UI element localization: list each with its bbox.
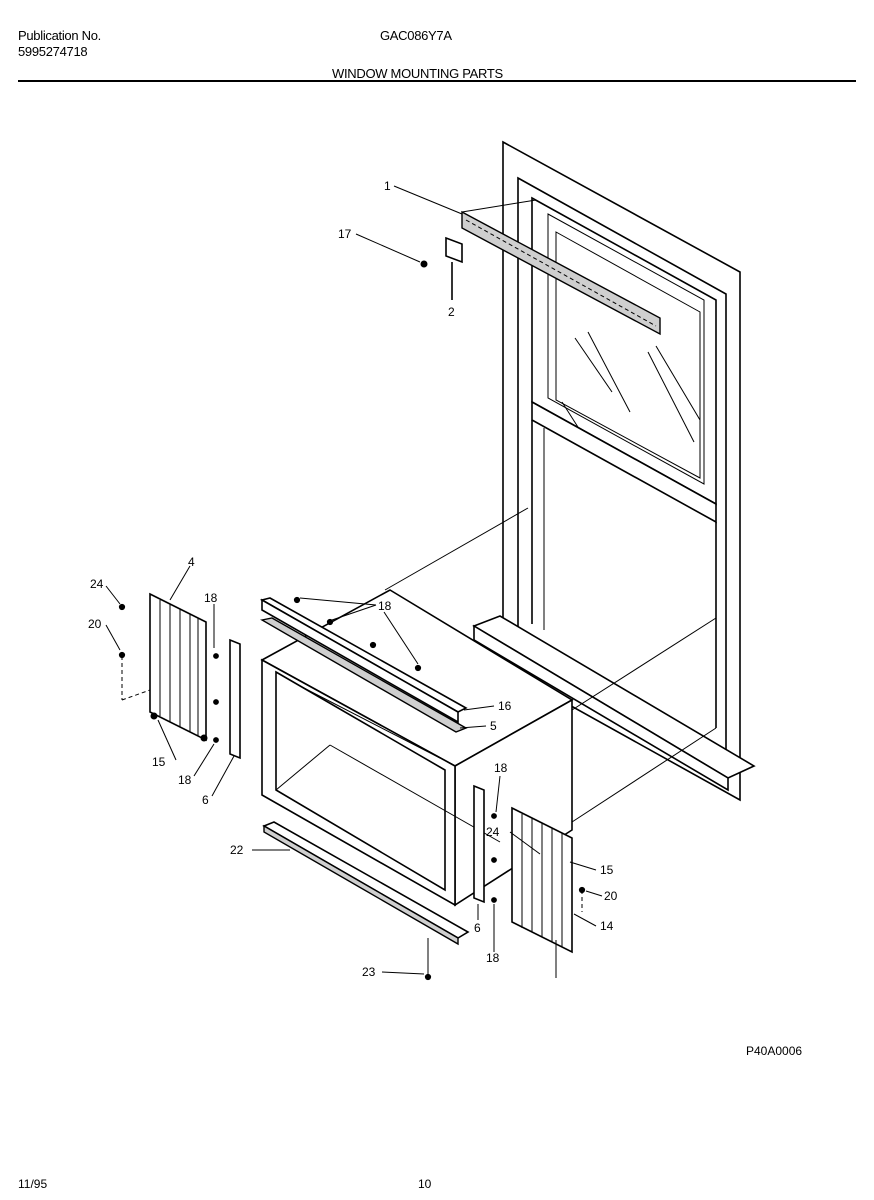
screw-20 bbox=[118, 651, 126, 659]
screw-18 bbox=[369, 641, 377, 649]
section-title: WINDOW MOUNTING PARTS bbox=[332, 66, 503, 81]
footer-date: 11/95 bbox=[18, 1177, 47, 1191]
callout-18: 18 bbox=[486, 951, 500, 965]
callout-18: 18 bbox=[178, 773, 192, 787]
callout-1: 1 bbox=[384, 179, 391, 193]
callout-6: 6 bbox=[202, 793, 209, 807]
callout-5: 5 bbox=[490, 719, 497, 733]
callout-6: 6 bbox=[474, 921, 481, 935]
bottom-rail bbox=[262, 821, 470, 946]
screw-18 bbox=[491, 813, 497, 819]
guide-line bbox=[384, 507, 529, 591]
callout-labels: 1 17 2 4 24 20 18 18 16 5 15 18 6 18 24 … bbox=[88, 179, 618, 979]
guide-line bbox=[461, 199, 537, 213]
top-angle-rail bbox=[259, 597, 468, 724]
top-mounting-rail bbox=[461, 210, 661, 336]
left-side-curtain bbox=[149, 592, 208, 742]
guide-line bbox=[571, 727, 717, 823]
screw-18 bbox=[491, 897, 497, 903]
callout-24: 24 bbox=[90, 577, 104, 591]
callout-18: 18 bbox=[378, 599, 392, 613]
callout-18: 18 bbox=[494, 761, 508, 775]
callout-24: 24 bbox=[486, 825, 500, 839]
callout-23: 23 bbox=[362, 965, 376, 979]
mounting-bracket bbox=[445, 236, 463, 300]
callout-4: 4 bbox=[188, 555, 195, 569]
right-side-curtain bbox=[511, 806, 573, 978]
right-channel bbox=[473, 784, 485, 904]
screw-17 bbox=[420, 260, 428, 268]
callout-16: 16 bbox=[498, 699, 512, 713]
screw-24 bbox=[118, 603, 126, 611]
left-channel bbox=[229, 638, 241, 760]
publication-label: Publication No. bbox=[18, 28, 101, 43]
screw-18 bbox=[414, 664, 422, 672]
callout-20: 20 bbox=[604, 889, 618, 903]
footer-page-number: 10 bbox=[418, 1177, 432, 1191]
callout-15: 15 bbox=[152, 755, 166, 769]
publication-number: 5995274718 bbox=[18, 44, 88, 59]
callout-20: 20 bbox=[88, 617, 102, 631]
guide-line bbox=[571, 617, 717, 711]
header-rule bbox=[18, 80, 856, 82]
callout-14: 14 bbox=[600, 919, 614, 933]
guide-line bbox=[121, 689, 151, 701]
callout-22: 22 bbox=[230, 843, 244, 857]
screw-18 bbox=[213, 653, 219, 659]
figure-code: P40A0006 bbox=[746, 1044, 802, 1058]
screw-23 bbox=[424, 973, 432, 981]
callout-15: 15 bbox=[600, 863, 614, 877]
callout-18: 18 bbox=[204, 591, 218, 605]
screw-18 bbox=[213, 699, 219, 705]
screw-18 bbox=[326, 618, 334, 626]
screw-18 bbox=[491, 857, 497, 863]
model-number: GAC086Y7A bbox=[380, 28, 452, 43]
screw-18 bbox=[213, 737, 219, 743]
callout-2: 2 bbox=[448, 305, 455, 319]
leader-lines bbox=[105, 185, 603, 975]
screw-20 bbox=[578, 886, 586, 894]
callout-17: 17 bbox=[338, 227, 352, 241]
screw-18 bbox=[293, 596, 301, 604]
